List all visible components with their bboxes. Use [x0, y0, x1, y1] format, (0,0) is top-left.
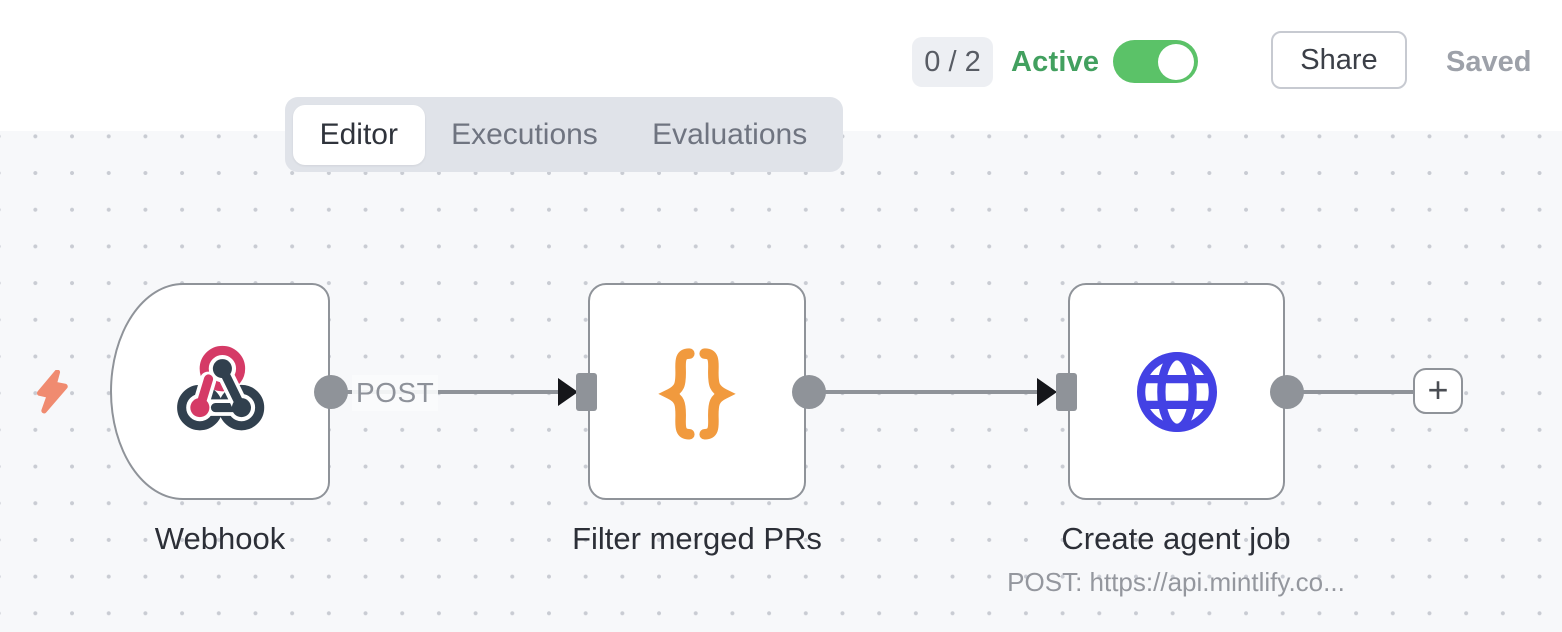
node-filter-merged-prs[interactable] — [588, 283, 806, 500]
node-label-create: Create agent job — [1061, 521, 1291, 556]
tab-executions[interactable]: Executions — [451, 117, 598, 151]
webhook-icon — [177, 345, 265, 430]
connection-webhook-to-filter[interactable] — [340, 390, 560, 394]
input-port-create[interactable] — [1056, 373, 1077, 411]
add-node-button[interactable]: + — [1413, 368, 1463, 414]
node-label-webhook: Webhook — [154, 521, 286, 556]
code-braces-icon — [658, 347, 736, 440]
share-button[interactable]: Share — [1271, 31, 1407, 89]
output-port-filter[interactable] — [792, 375, 826, 409]
toggle-knob — [1158, 43, 1194, 80]
node-webhook[interactable] — [110, 283, 330, 500]
connection-arrowhead — [558, 378, 578, 406]
workflow-canvas[interactable]: POST + Webhook Filter merged PRs Create … — [0, 131, 1562, 632]
connection-filter-to-create[interactable] — [818, 390, 1038, 394]
connection-create-to-add[interactable] — [1296, 390, 1414, 394]
active-toggle[interactable] — [1113, 40, 1198, 83]
tab-editor[interactable]: Editor — [293, 104, 425, 165]
tab-evaluations[interactable]: Evaluations — [652, 117, 808, 151]
globe-icon — [1136, 351, 1217, 432]
input-port-filter[interactable] — [576, 373, 597, 411]
view-tabbar: Editor Executions Evaluations — [285, 97, 843, 172]
node-subtitle-create: POST: https://api.mintlify.co... — [1007, 567, 1345, 597]
node-label-filter: Filter merged PRs — [572, 521, 822, 556]
connection-arrowhead — [1037, 378, 1057, 406]
edge-label-post: POST — [352, 375, 439, 411]
active-label: Active — [1011, 45, 1100, 78]
output-port-create[interactable] — [1270, 375, 1304, 409]
execution-count-badge: 0 / 2 — [912, 37, 993, 87]
saved-status: Saved — [1446, 45, 1532, 78]
output-port-webhook[interactable] — [314, 375, 348, 409]
node-create-agent-job[interactable] — [1068, 283, 1285, 500]
lightning-bolt-icon — [36, 370, 68, 414]
